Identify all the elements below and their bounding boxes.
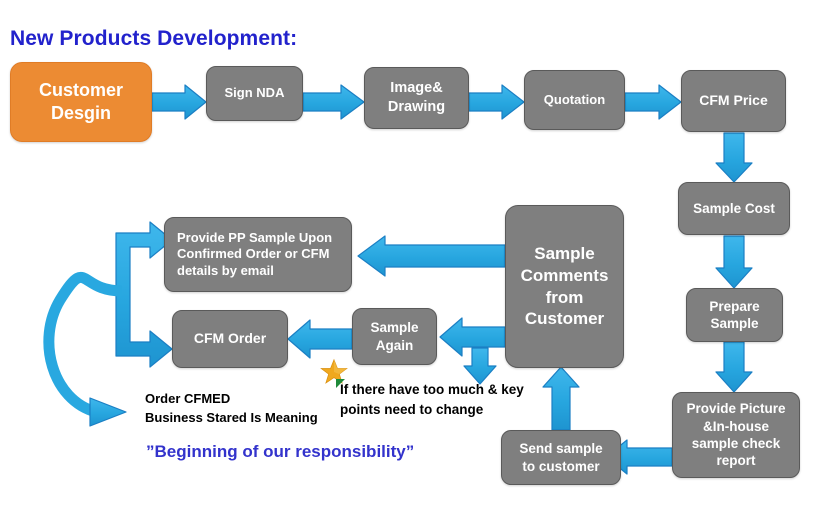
star-icon	[320, 358, 348, 384]
arrow-curved-responsibility	[43, 271, 127, 427]
page-title: New Products Development:	[10, 27, 298, 50]
node-sample-cost[interactable]: Sample Cost	[678, 182, 790, 235]
arrow-customer-to-nda	[151, 84, 207, 120]
node-send-sample[interactable]: Send sample to customer	[501, 430, 621, 485]
green-flag-icon	[336, 379, 345, 388]
node-label: Prepare Sample	[709, 298, 760, 331]
node-customer-design[interactable]: Customer Desgin	[10, 62, 152, 142]
node-label: Sample Cost	[693, 200, 775, 216]
node-sign-nda[interactable]: Sign NDA	[206, 66, 303, 121]
node-sample-again[interactable]: Sample Again	[352, 308, 437, 365]
node-label: Send sample to customer	[519, 441, 603, 474]
node-sample-comments[interactable]: Sample Comments from Customer	[505, 205, 624, 368]
node-provide-pp-sample[interactable]: Provide PP Sample Upon Confirmed Order o…	[164, 217, 352, 292]
node-label: Provide PP Sample Upon Confirmed Order o…	[177, 229, 333, 278]
node-label: Sample Again	[370, 320, 419, 353]
node-cfm-order[interactable]: CFM Order	[172, 310, 288, 368]
node-label: CFM Order	[193, 330, 267, 347]
arrow-samplecomments-to-sampleagain	[439, 317, 506, 357]
node-prepare-sample[interactable]: Prepare Sample	[686, 288, 783, 342]
arrow-sendsample-to-samplecomments	[542, 366, 580, 431]
annotation-responsibility: ”Beginning of our responsibility”	[146, 442, 415, 461]
arrow-prepare-to-providepicture	[715, 341, 753, 393]
node-label: Provide Picture &In-house sample check r…	[686, 401, 786, 469]
node-label: CFM Price	[699, 92, 768, 109]
arrow-down-to-note	[463, 347, 497, 385]
arrow-samplecomments-to-providepp	[357, 235, 506, 277]
arrow-samplecost-to-prepare	[715, 235, 753, 289]
annotation-order-note: Order CFMED Business Stared Is Meaning	[145, 391, 318, 425]
arrow-sampleagain-to-cfmorder	[287, 319, 353, 359]
node-label: Sign NDA	[224, 85, 285, 101]
annotation-change-note: If there have too much & key points need…	[340, 382, 524, 417]
arrow-image-to-quotation	[468, 84, 525, 120]
node-image-drawing[interactable]: Image& Drawing	[364, 67, 469, 129]
node-provide-picture[interactable]: Provide Picture &In-house sample check r…	[672, 392, 800, 478]
node-cfm-price[interactable]: CFM Price	[681, 70, 786, 132]
node-label: Sample Comments from Customer	[520, 244, 609, 329]
node-label: Customer Desgin	[38, 79, 123, 123]
node-label: Image& Drawing	[387, 80, 446, 115]
node-label: Quotation	[543, 91, 606, 107]
arrow-cfmprice-to-samplecost	[715, 132, 753, 183]
node-quotation[interactable]: Quotation	[524, 70, 625, 130]
arrow-nda-to-image	[302, 84, 365, 120]
arrow-quotation-to-cfmprice	[624, 84, 682, 120]
